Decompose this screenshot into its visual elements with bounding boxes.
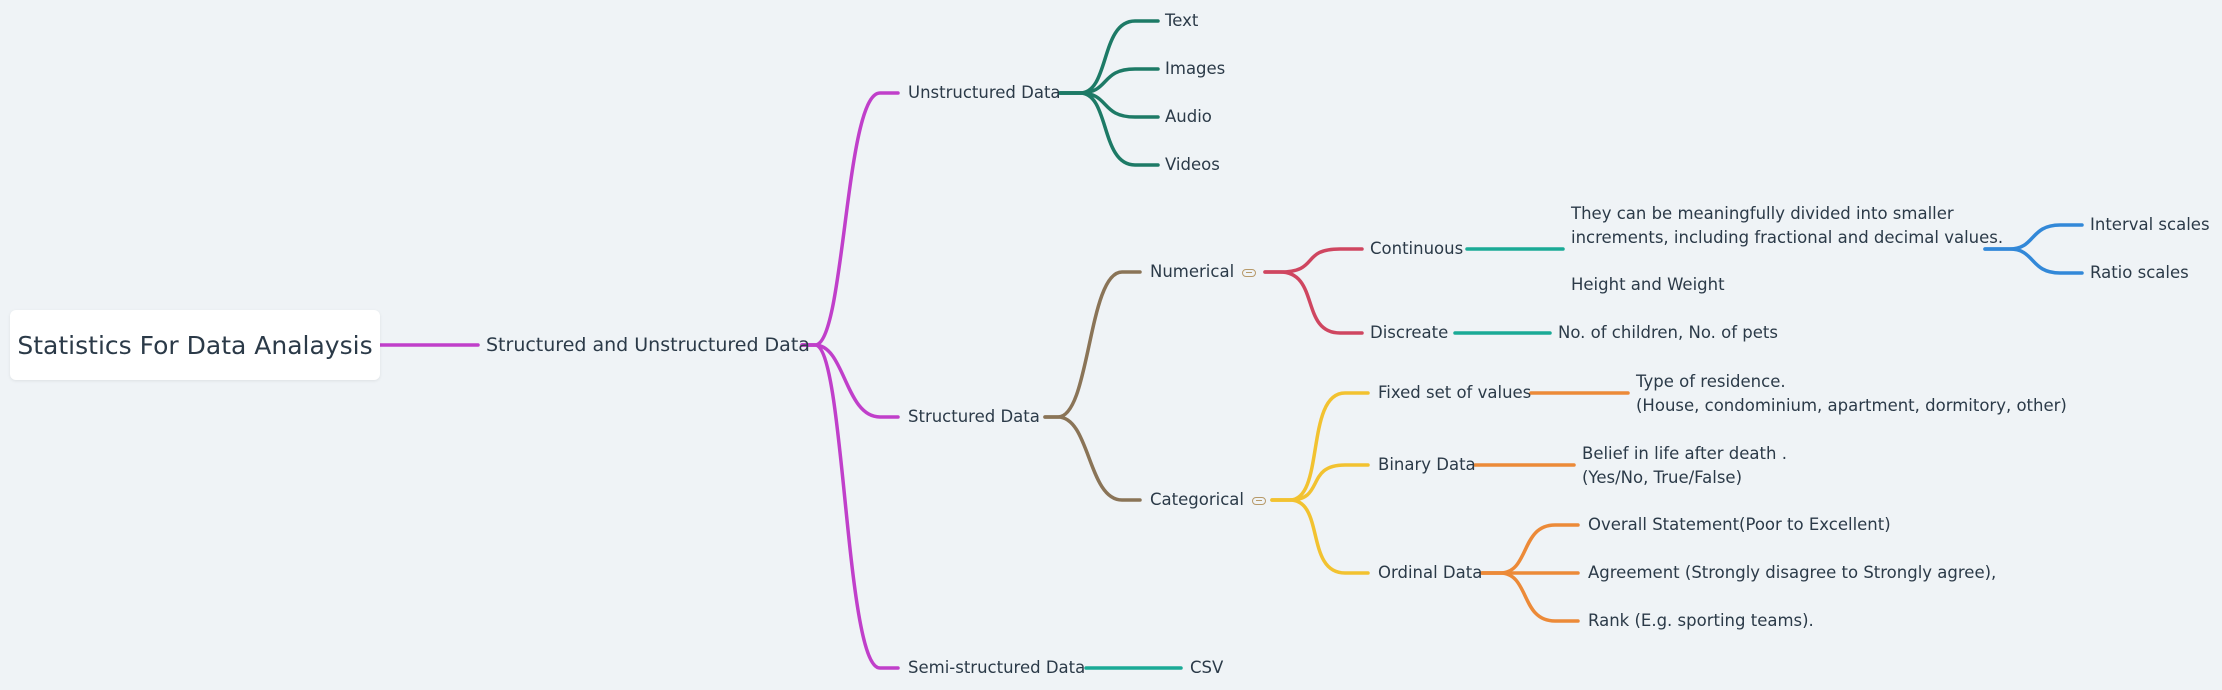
node-ordinal-data[interactable]: Ordinal Data [1378,563,1483,582]
node-unstructured-data[interactable]: Unstructured Data [908,83,1061,102]
fixed-desc-line2: (House, condominium, apartment, dormitor… [1636,396,2067,415]
connector-numerical [1043,270,1142,419]
node-overall-statement[interactable]: Overall Statement(Poor to Excellent) [1588,515,1891,534]
connector-rank [1480,571,1580,623]
node-continuous[interactable]: Continuous [1370,239,1464,258]
fixed-desc-line1: Type of residence. [1636,372,1786,391]
node-categorical[interactable]: Categorical [1150,488,1266,512]
node-videos[interactable]: Videos [1165,155,1220,174]
connector-text [1058,19,1160,95]
binary-desc-line2: (Yes/No, True/False) [1582,468,1743,487]
node-text[interactable]: Text [1165,11,1199,30]
connector-structured [800,343,900,419]
fixed-description[interactable]: Type of residence. (House, condominium, … [1636,370,2067,418]
node-csv[interactable]: CSV [1190,658,1224,677]
link-icon [1242,268,1257,277]
connector-fixed [1270,391,1370,502]
connector-overall [1480,523,1580,575]
connector-continuous [1263,247,1364,274]
continuous-desc-line2: increments, including fractional and dec… [1571,228,2004,247]
discreate-description[interactable]: No. of children, No. of pets [1558,323,1778,342]
link-icon [1251,496,1266,505]
node-binary-data[interactable]: Binary Data [1378,455,1476,474]
node-interval-scales[interactable]: Interval scales [2090,215,2210,234]
root-node[interactable]: Statistics For Data Analaysis [10,310,380,380]
connector-images [1058,67,1160,95]
node-numerical[interactable]: Numerical [1150,260,1257,284]
node-ratio-scales[interactable]: Ratio scales [2090,263,2189,282]
connector-unstructured [800,91,900,347]
node-rank[interactable]: Rank (E.g. sporting teams). [1588,611,1814,630]
continuous-example[interactable]: Height and Weight [1571,275,1725,294]
numerical-label: Numerical [1150,262,1235,281]
node-agreement[interactable]: Agreement (Strongly disagree to Strongly… [1588,563,1997,582]
node-semi-structured-data[interactable]: Semi-structured Data [908,658,1086,677]
connector-videos [1058,91,1160,167]
connector-binary [1270,463,1370,502]
connector-semi [800,343,900,670]
connector-ratio [1983,247,2084,275]
continuous-description[interactable]: They can be meaningfully divided into sm… [1571,202,2003,250]
connector-categorical [1043,415,1142,502]
connector-ordinal [1270,498,1370,575]
root-title: Statistics For Data Analaysis [17,330,373,360]
binary-desc-line1: Belief in life after death . [1582,444,1787,463]
node-images[interactable]: Images [1165,59,1226,78]
connector-audio [1058,91,1160,119]
binary-description[interactable]: Belief in life after death . (Yes/No, Tr… [1582,442,1787,490]
node-structured-data[interactable]: Structured Data [908,407,1040,426]
connector-discreate [1263,270,1364,335]
node-fixed-set-of-values[interactable]: Fixed set of values [1378,383,1532,402]
node-discreate[interactable]: Discreate [1370,323,1449,342]
node-audio[interactable]: Audio [1165,107,1212,126]
node-structured-and-unstructured[interactable]: Structured and Unstructured Data [486,334,810,356]
categorical-label: Categorical [1150,490,1244,509]
continuous-desc-line1: They can be meaningfully divided into sm… [1571,204,1954,223]
